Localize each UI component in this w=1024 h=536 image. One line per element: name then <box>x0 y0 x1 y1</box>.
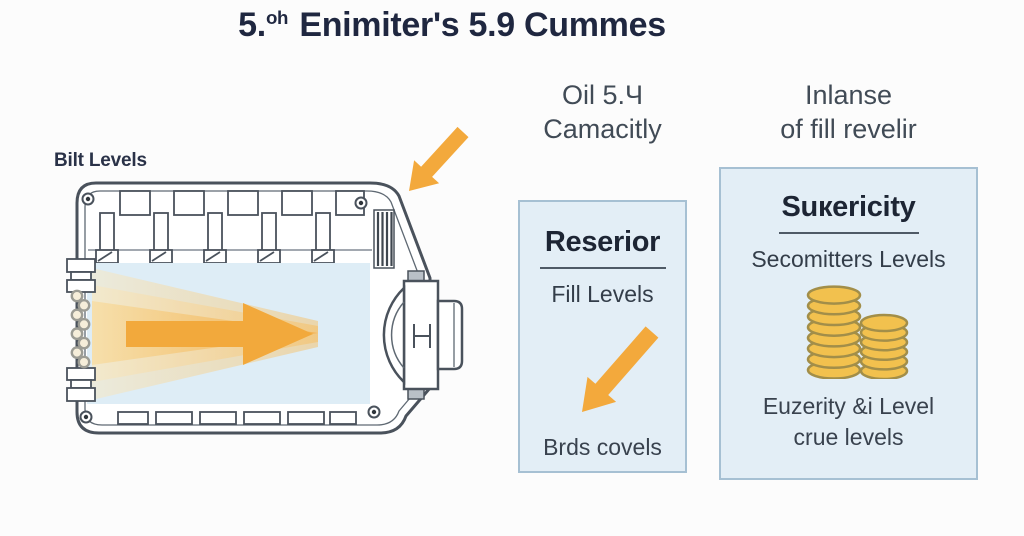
pump-housing <box>382 270 464 400</box>
importance-line1: Inlanse <box>804 80 893 110</box>
sufficiency-caption: Euzerity &i Level crue levels <box>721 391 976 453</box>
flow-arrow-right-icon <box>126 303 313 365</box>
engine-label: Bilt Levels <box>54 150 147 171</box>
bottom-tabs <box>117 411 357 425</box>
sufficiency-caption-line1: Euzerity &i Level <box>762 393 935 419</box>
engine-figure <box>66 126 469 435</box>
page-title-rest: Enimiter's 5.9 Cummes <box>290 6 666 44</box>
panel-sufficiency: Suкericity Secomitters Levels Euzerity &… <box>719 167 978 480</box>
sufficiency-divider <box>778 232 919 234</box>
sufficiency-heading: Suкericity <box>781 191 916 223</box>
column-header-importance: Inlanse of fill revelir <box>719 78 978 146</box>
page-title-superscript: oh <box>265 6 289 28</box>
panel-reservoir: Reserior Fill Levels Brds covels <box>518 200 687 473</box>
oil-capacity-line2: Camacitly <box>543 114 662 144</box>
page-title: 5.oh Enimiter's 5.9 Cummes <box>0 6 904 45</box>
reservoir-subheading: Fill Levels <box>551 281 654 307</box>
reservoir-divider <box>539 267 666 269</box>
sufficiency-caption-line2: crue levels <box>793 424 904 450</box>
reservoir-heading: Reserior <box>544 226 661 258</box>
page-title-prefix: 5. <box>238 6 266 44</box>
corner-bolts <box>79 192 381 424</box>
coin-stacks-icon <box>806 285 908 379</box>
left-coil-fitting <box>66 258 96 402</box>
vent-plates <box>373 209 395 269</box>
reservoir-caption: Brds covels <box>543 434 662 460</box>
coin <box>859 313 908 333</box>
callout-arrow-top-icon <box>409 126 469 191</box>
valve-towers <box>88 190 372 264</box>
coin <box>806 285 861 305</box>
importance-line2: of fill revelir <box>780 114 917 144</box>
sufficiency-subheading: Secomitters Levels <box>751 246 946 272</box>
oil-capacity-line1: Oil 5.Ч <box>561 80 643 110</box>
column-header-oil-capacity: Oil 5.Ч Camacitly <box>518 78 687 146</box>
callout-arrow-panel-icon <box>582 326 659 412</box>
